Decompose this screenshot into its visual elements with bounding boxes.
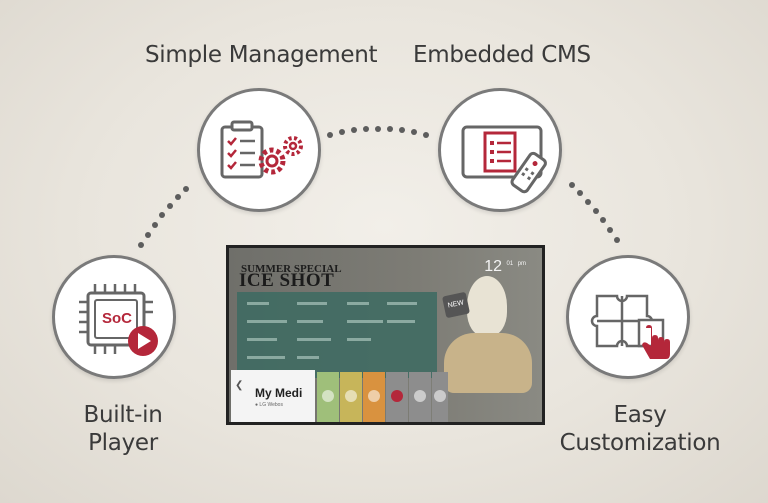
tv-clock-min: 01: [506, 261, 514, 267]
webos-launcher: ❮ My Medi ● LG Webos: [229, 370, 449, 422]
simple-management-circle: [197, 88, 321, 212]
easy-label-line1: Easy: [613, 402, 667, 428]
puzzle-hand-icon: [590, 294, 670, 359]
launcher-tile-grey-1[interactable]: [386, 372, 408, 422]
player-label-line2: Player: [88, 430, 158, 456]
embedded-cms-circle: [438, 88, 562, 212]
my-media-card[interactable]: ❮ My Medi ● LG Webos: [231, 370, 315, 422]
sundae-cup: [444, 333, 532, 393]
launcher-tile-yellow[interactable]: [340, 372, 362, 422]
customization-label-line2: Customization: [559, 430, 721, 456]
tv-menu-board: [237, 292, 437, 378]
monitor-remote-icon: [461, 125, 547, 194]
launcher-tile-grey-3[interactable]: [432, 372, 448, 422]
my-media-card-title: My Medi: [255, 386, 303, 400]
my-media-card-subtitle: ● LG Webos: [255, 402, 283, 408]
launcher-tile-grey-2[interactable]: [409, 372, 431, 422]
tv-clock: 12 01 pm: [484, 258, 526, 276]
tv-clock-hour: 12: [484, 258, 503, 275]
tv-display: SUMMER SPECIAL ICE SHOT 12 01 pm: [226, 245, 545, 425]
tv-clock-suffix: pm: [517, 261, 526, 267]
back-arrow-icon[interactable]: ❮: [235, 380, 244, 391]
built-in-label-line1: Built-in: [83, 402, 163, 428]
easy-customization-circle: [566, 255, 690, 379]
tv-promo-title: ICE SHOT: [239, 270, 335, 291]
new-badge: NEW: [441, 291, 471, 319]
clipboard-gears-icon: [220, 120, 303, 179]
tv-screen: SUMMER SPECIAL ICE SHOT 12 01 pm: [229, 248, 542, 422]
soc-chip-play-icon: [79, 284, 158, 356]
built-in-player-circle: SoC: [52, 255, 176, 379]
simple-management-label: Simple Management: [145, 42, 378, 68]
tv-promo-subtitle: SUMMER SPECIAL: [241, 263, 342, 275]
launcher-tile-green[interactable]: [317, 372, 339, 422]
sundae-cream: [467, 276, 507, 336]
launcher-tile-orange[interactable]: [363, 372, 385, 422]
soc-chip-text: SoC: [102, 310, 132, 327]
embedded-cms-label: Embedded CMS: [413, 42, 591, 68]
